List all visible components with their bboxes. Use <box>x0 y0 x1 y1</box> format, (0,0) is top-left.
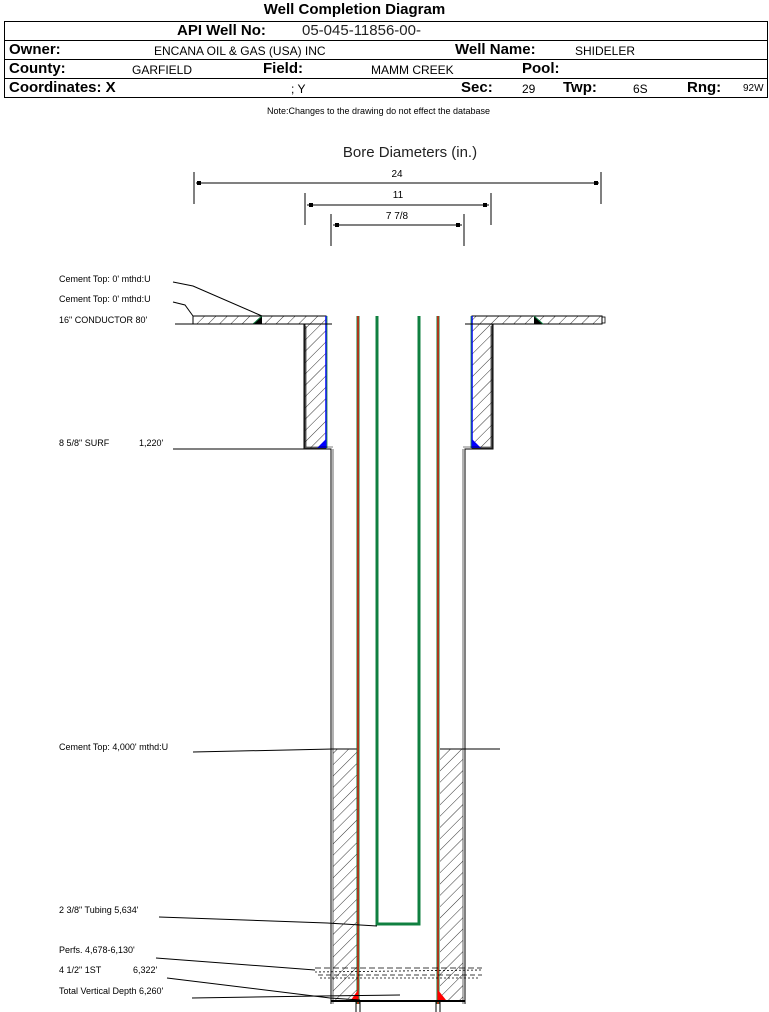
conductor-right <box>471 315 606 325</box>
owner-label: Owner: <box>9 41 61 58</box>
annotation-cement-top-2: Cement Top: 0' mthd:U <box>59 294 151 304</box>
api-label: API Well No: <box>177 22 266 39</box>
annotation-total-depth: Total Vertical Depth 6,260' <box>59 986 164 996</box>
rng-label: Rng: <box>687 79 722 96</box>
sec-label: Sec: <box>461 79 493 96</box>
well-name-value: SHIDELER <box>575 44 636 58</box>
sec-value: 29 <box>522 82 536 96</box>
coordinates-y: ; Y <box>291 82 306 96</box>
production-cement-left <box>333 749 357 1000</box>
annotation-cement-top-3: Cement Top: 4,000' mthd:U <box>59 742 168 752</box>
annotation-tubing: 2 3/8" Tubing 5,634' <box>59 905 139 915</box>
county-label: County: <box>9 60 66 77</box>
well-name-label: Well Name: <box>455 41 536 58</box>
bore-dimension-24: 24 <box>193 169 602 204</box>
bore-dimension-7-7-8: 7 7/8 <box>330 211 465 246</box>
field-value: MAMM CREEK <box>371 63 454 77</box>
well-header-table: API Well No: 05-045-11856-00- Owner: ENC… <box>4 21 768 98</box>
field-label: Field: <box>263 60 303 77</box>
twp-value: 6S <box>633 82 648 96</box>
annotation-surface-depth: 1,220' <box>139 438 164 448</box>
production-shoe-right <box>438 990 446 1000</box>
surface-cement-right <box>470 316 493 449</box>
surface-cement-left <box>304 316 328 449</box>
coordinates-label: Coordinates: X <box>9 79 116 96</box>
county-row: County: GARFIELD Field: MAMM CREEK Pool: <box>5 60 767 79</box>
api-value: 05-045-11856-00- <box>302 22 421 39</box>
api-row: API Well No: 05-045-11856-00- <box>5 22 767 41</box>
annotation-production-casing: 4 1/2" 1ST <box>59 965 102 975</box>
conductor-left <box>192 315 327 325</box>
rng-value: 92W <box>743 83 764 94</box>
annotation-conductor: 16" CONDUCTOR 80' <box>59 315 148 325</box>
owner-value: ENCANA OIL & GAS (USA) INC <box>154 44 326 58</box>
annotation-perforations: Perfs. 4,678-6,130' <box>59 945 135 955</box>
annotation-surface-casing: 8 5/8" SURF <box>59 438 110 448</box>
bore-diameters-title: Bore Diameters (in.) <box>343 144 477 161</box>
drawing-note: Note:Changes to the drawing do not effec… <box>267 106 490 116</box>
bore-dimension-11: 11 <box>304 190 492 225</box>
bore-label-7-7-8: 7 7/8 <box>386 211 409 222</box>
perforations <box>314 967 483 979</box>
county-value: GARFIELD <box>132 63 193 77</box>
annotation-production-depth: 6,322' <box>133 965 158 975</box>
bore-label-24: 24 <box>391 169 403 180</box>
production-shoe-left <box>351 990 358 1000</box>
pool-label: Pool: <box>522 60 560 77</box>
diagram-title: Well Completion Diagram <box>263 1 446 18</box>
coordinates-row: Coordinates: X ; Y Sec: 29 Twp: 6S Rng: … <box>5 79 767 98</box>
production-cement-right <box>440 749 463 1000</box>
bore-label-11: 11 <box>393 190 404 201</box>
twp-label: Twp: <box>563 79 597 96</box>
owner-row: Owner: ENCANA OIL & GAS (USA) INC Well N… <box>5 41 767 60</box>
annotation-cement-top-1: Cement Top: 0' mthd:U <box>59 274 151 284</box>
tubing <box>375 316 421 926</box>
